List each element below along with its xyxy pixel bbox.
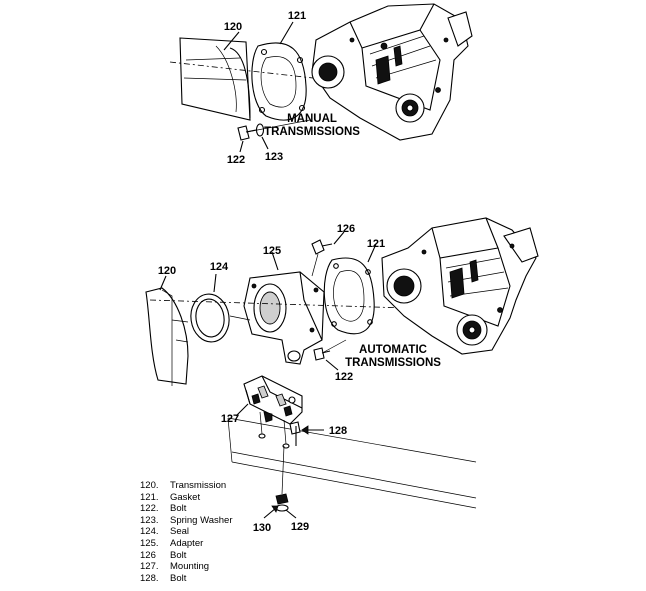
legend-item: 126 Bolt	[140, 550, 232, 562]
callout-122-automatic: 122	[335, 371, 353, 383]
mounting-bolt-128	[289, 421, 301, 446]
legend-number: 125.	[140, 537, 159, 549]
legend-label: Bolt	[170, 549, 187, 561]
mounting-lower-fasteners	[275, 445, 289, 512]
manual-transmission-assembly	[169, 3, 473, 153]
legend-item: 125. Adapter	[140, 538, 232, 550]
callout-129: 129	[291, 521, 309, 533]
automatic-transmission-assembly	[145, 217, 539, 386]
legend-label: Adapter	[170, 537, 204, 549]
callout-125: 125	[263, 245, 281, 257]
legend-item: 122. Bolt	[140, 503, 232, 515]
legend-label: Spring Washer	[170, 514, 233, 526]
callout-127: 127	[221, 413, 239, 425]
callout-122-manual: 122	[227, 154, 245, 166]
manual-transfer-case	[311, 3, 473, 141]
callout-121-manual: 121	[288, 10, 306, 22]
automatic-transfer-case	[381, 217, 539, 355]
callout-128: 128	[329, 425, 347, 437]
legend-number: 123.	[140, 514, 159, 526]
legend-label: Gasket	[170, 491, 201, 503]
manual-caption-line1: MANUAL	[287, 113, 337, 125]
automatic-bolt-126	[311, 239, 333, 277]
manual-caption-line2: TRANSMISSIONS	[264, 126, 360, 138]
legend-number: 126	[140, 549, 156, 561]
callout-120-automatic: 120	[158, 265, 176, 277]
legend-label: Transmission	[170, 480, 227, 491]
legend-number: 120.	[140, 480, 159, 491]
manual-gasket	[251, 42, 307, 121]
legend-item: 120. Transmission	[140, 480, 232, 492]
manual-transmission-housing	[179, 37, 251, 121]
mounting-assembly	[227, 375, 477, 519]
legend-item: 128. Bolt	[140, 573, 232, 585]
legend-item: 121. Gasket	[140, 492, 232, 504]
parts-legend: 120. Transmission 121. Gasket 122. Bolt 123…	[140, 480, 232, 584]
mounting-bracket	[243, 375, 303, 449]
legend-item: 123. Spring Washer	[140, 515, 232, 527]
automatic-caption-line1: AUTOMATIC	[359, 344, 427, 356]
callout-126: 126	[337, 223, 355, 235]
automatic-transmission-housing	[145, 287, 189, 386]
automatic-caption-line2: TRANSMISSIONS	[345, 357, 441, 369]
automatic-seal	[190, 293, 230, 343]
callout-130: 130	[253, 522, 271, 534]
legend-item: 124. Seal	[140, 526, 232, 538]
callout-124: 124	[210, 261, 229, 273]
automatic-adapter	[243, 271, 325, 365]
legend-number: 124.	[140, 526, 159, 538]
legend-item: 127. Mounting	[140, 561, 232, 573]
callout-120-manual: 120	[224, 21, 242, 33]
manual-bolt	[237, 125, 257, 141]
automatic-gasket	[323, 257, 375, 335]
callout-123-manual: 123	[265, 151, 283, 163]
legend-number: 121.	[140, 491, 159, 503]
legend-number: 128.	[140, 572, 159, 584]
legend-label: Bolt	[170, 503, 187, 515]
callout-121-automatic: 121	[367, 238, 385, 250]
legend-number: 127.	[140, 561, 159, 573]
legend-label: Bolt	[170, 572, 187, 584]
legend-label: Mounting	[170, 561, 210, 573]
legend-label: Seal	[170, 526, 190, 538]
legend-number: 122.	[140, 503, 159, 515]
automatic-bolt-122	[313, 339, 347, 361]
